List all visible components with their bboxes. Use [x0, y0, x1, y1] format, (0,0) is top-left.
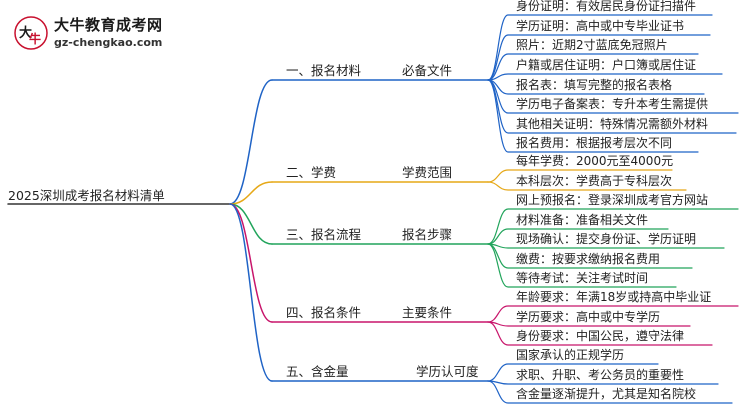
leaf-item: 含金量逐渐提升，尤其是知名院校	[516, 387, 697, 401]
leaf-item: 等待考试：关注考试时间	[516, 271, 649, 285]
branch-sub-label: 主要条件	[402, 305, 453, 320]
branch-connector	[229, 203, 273, 323]
site-logo[interactable]: 大 牛 大牛教育成考网 gz-chengkao.com	[6, 10, 166, 56]
branch-category-label: 五、含金量	[286, 364, 349, 379]
leaf-connector	[487, 380, 733, 404]
branch-category-label: 二、学费	[286, 165, 337, 180]
leaf-connector	[487, 228, 669, 245]
leaf-item: 照片：近期2寸蓝底免冠照片	[516, 38, 668, 52]
branch-category-label: 一、报名材料	[286, 63, 362, 78]
leaf-item: 求职、升职、考公务员的重要性	[516, 368, 685, 382]
branch-connector	[229, 203, 273, 245]
leaf-connector	[487, 14, 713, 81]
leaf-item: 身份证明：有效居民身份证扫描件	[516, 0, 697, 13]
leaf-item: 其他相关证明：特殊情况需额外材料	[516, 117, 709, 131]
leaf-item: 材料准备：准备相关文件	[516, 213, 649, 227]
leaf-connector	[487, 73, 723, 81]
svg-text:大: 大	[19, 25, 32, 41]
leaf-connector	[487, 305, 739, 323]
branch-sub-label: 必备文件	[402, 63, 453, 78]
leaf-connector	[487, 321, 713, 346]
leaf-connector	[487, 363, 659, 382]
leaf-item: 报名表：填写完整的报名表格	[516, 78, 673, 92]
leaf-item: 学历证明：高中或中专毕业证书	[516, 19, 685, 33]
leaf-connector	[487, 53, 699, 81]
logo-site-url: gz-chengkao.com	[54, 36, 163, 49]
leaf-connector	[487, 243, 677, 288]
logo-site-name: 大牛教育成考网	[54, 16, 163, 34]
branch-sub-label: 学费范围	[402, 165, 453, 180]
branch-category-label: 三、报名流程	[286, 227, 362, 242]
branch-connector	[229, 203, 273, 382]
bull-logo-icon: 大 牛	[14, 16, 48, 50]
leaf-item: 学历要求：高中或中专学历	[516, 310, 661, 324]
leaf-item: 身份要求：中国公民，遵守法律	[516, 329, 685, 343]
leaf-connector	[487, 169, 673, 183]
leaf-connector	[487, 79, 699, 153]
leaf-item: 本科层次：学费高于专科层次	[516, 174, 673, 188]
branch-sub-label: 学历认可度	[416, 364, 479, 379]
leaf-item: 现场确认：提交身份证、学历证明	[516, 232, 697, 246]
svg-text:牛: 牛	[29, 31, 41, 46]
leaf-item: 户籍或居住证明：户口簿或居住证	[516, 58, 697, 72]
leaf-item: 学历电子备案表：专升本考生需提供	[516, 97, 709, 111]
leaf-item: 国家承认的正规学历	[516, 348, 625, 362]
branch-connector	[229, 79, 273, 205]
leaf-connector	[487, 181, 687, 191]
leaf-connector	[487, 208, 739, 245]
leaf-item: 年龄要求：年满18岁或持高中毕业证	[516, 290, 712, 304]
root-topic: 2025深圳成考报名材料清单	[8, 188, 165, 203]
leaf-item: 网上预报名：登录深圳成考官方网站	[516, 193, 709, 207]
branch-category-label: 四、报名条件	[286, 305, 362, 320]
leaf-item: 缴费：按要求缴纳报名费用	[516, 252, 661, 266]
leaf-item: 每年学费：2000元至4000元	[516, 154, 674, 168]
branch-connector	[229, 181, 273, 205]
branch-sub-label: 报名步骤	[402, 227, 453, 242]
leaf-item: 报名费用：根据报考层次不同	[516, 136, 673, 150]
